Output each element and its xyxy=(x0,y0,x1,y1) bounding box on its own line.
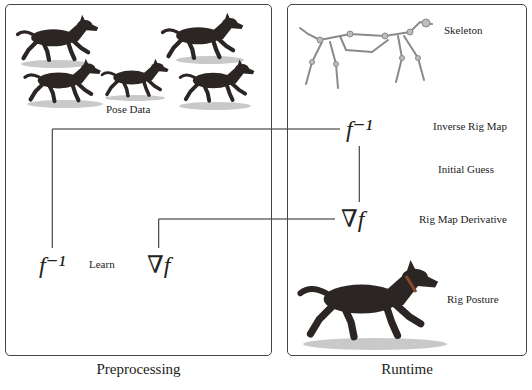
panel-caption: Runtime xyxy=(288,361,526,378)
annotation-label: Pose Data xyxy=(105,103,151,116)
panel-caption: Preprocessing xyxy=(6,361,271,378)
math-symbol: ∇f xyxy=(144,251,173,279)
math-text: ∇f xyxy=(341,207,364,231)
annotation-label: Learn xyxy=(88,258,116,271)
math-symbol: f⁻¹ xyxy=(343,115,376,143)
section-panel: Preprocessingf⁻¹∇f xyxy=(5,4,272,356)
math-symbol: f⁻¹ xyxy=(36,251,69,279)
connector-line xyxy=(52,129,340,248)
annotation-label: Inverse Rig Map xyxy=(432,120,508,133)
annotation-label: Rig Map Derivative xyxy=(418,213,508,226)
connector-line xyxy=(159,219,335,248)
annotation-label: Skeleton xyxy=(443,24,484,37)
annotation-label: Initial Guess xyxy=(437,163,495,176)
annotation-label: Rig Posture xyxy=(446,293,500,306)
math-symbol: ∇f xyxy=(338,205,367,233)
math-text: f⁻¹ xyxy=(346,117,373,141)
connector-line xyxy=(359,146,360,202)
math-text: ∇f xyxy=(147,253,170,277)
math-text: f⁻¹ xyxy=(39,253,66,277)
